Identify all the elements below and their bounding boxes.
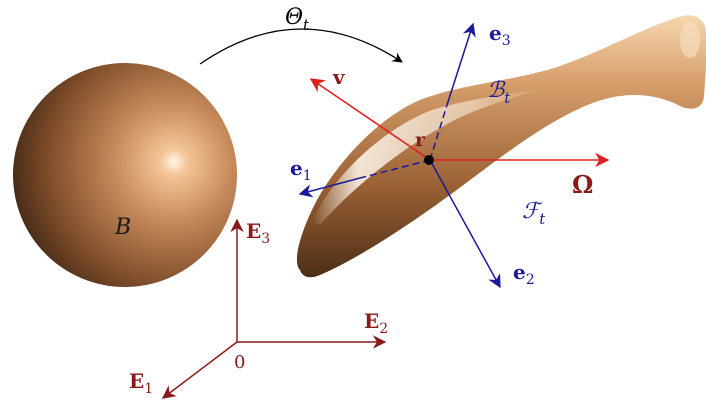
reference-sphere: [13, 63, 237, 287]
angular-velocity-label: Ω: [572, 170, 593, 199]
e3-axis: [446, 22, 476, 106]
e2-label: e2: [513, 260, 535, 288]
velocity-vector: [309, 78, 431, 161]
reference-body-label: B: [114, 215, 131, 240]
current-body-label: ℬt: [487, 78, 511, 107]
position-label: r: [415, 129, 426, 151]
map-arrow: [199, 28, 403, 65]
fin-highlight: [680, 22, 700, 58]
velocity-label: v: [332, 65, 346, 89]
E1-label: E1: [129, 369, 153, 397]
E1-axis: [161, 341, 238, 399]
e1-axis: [298, 177, 361, 198]
origin-label: 0: [234, 352, 245, 373]
E3-label: E3: [246, 219, 270, 247]
position-point: [424, 155, 434, 165]
body-frame-label: ℱt: [522, 199, 546, 228]
map-label: Θt: [285, 5, 310, 34]
deformed-body: [296, 15, 706, 278]
e3-axis-hidden: [429, 104, 448, 161]
e2-axis: [429, 159, 501, 289]
e1-label: e1: [290, 156, 312, 184]
E2-label: E2: [364, 309, 388, 337]
e1-axis-hidden: [359, 159, 431, 179]
e3-label: e3: [489, 21, 511, 49]
body-highlight: [312, 88, 545, 225]
